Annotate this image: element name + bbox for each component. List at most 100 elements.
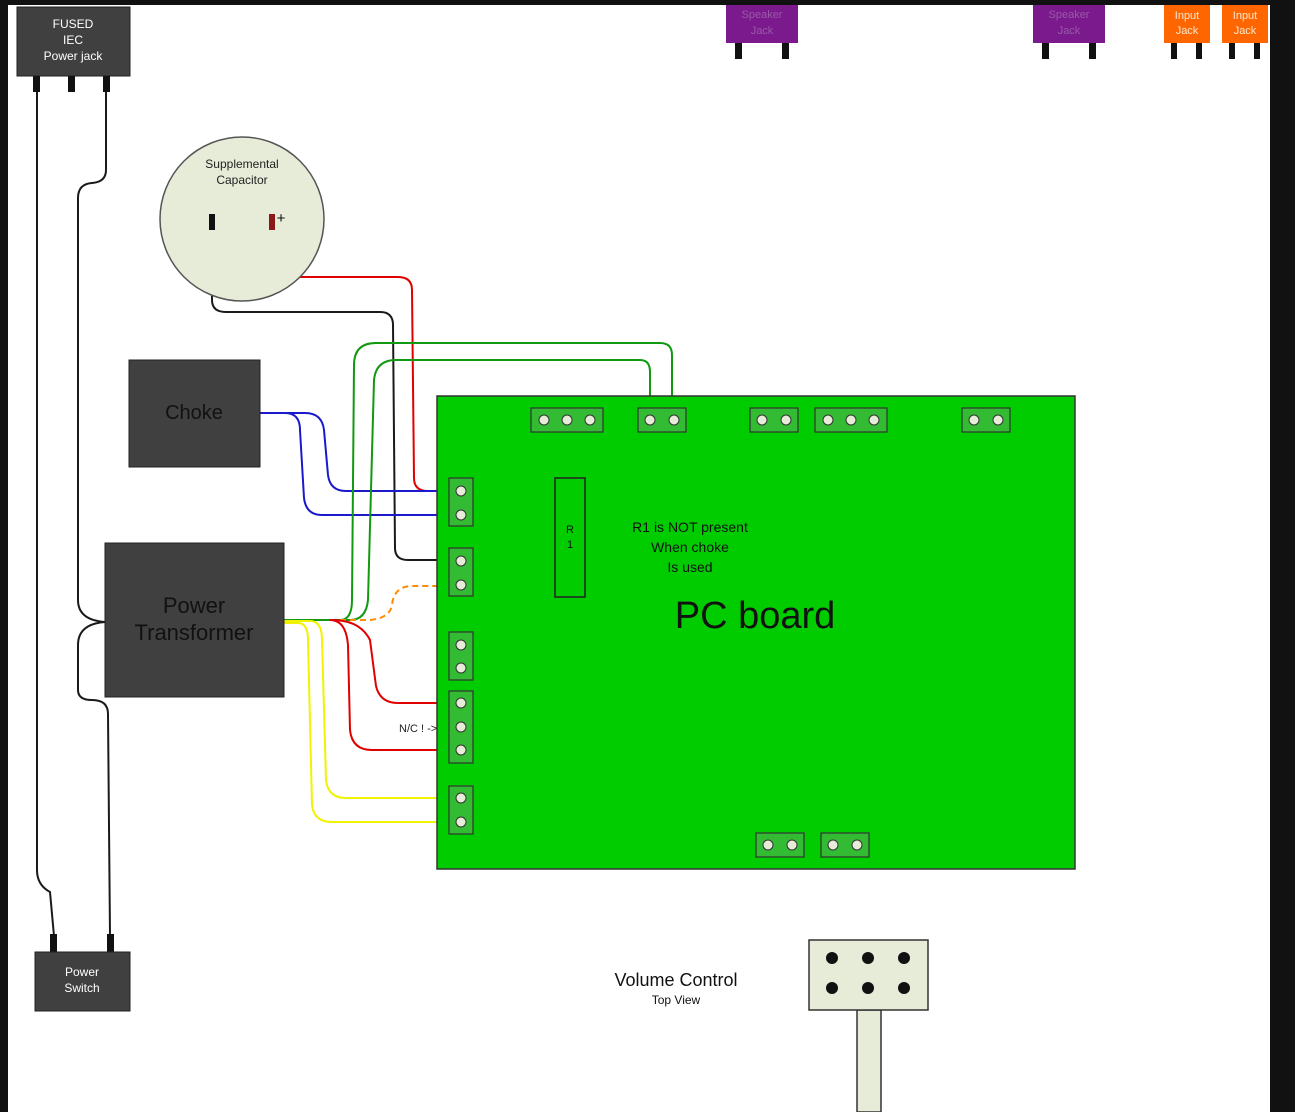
power-switch: Power Switch (34, 934, 131, 1012)
input-jack-pin (1229, 43, 1235, 59)
pc-board: R 1 R1 is NOT present When choke Is used… (399, 395, 1076, 870)
input-jack-1: Input Jack (1164, 5, 1210, 59)
capacitor-plus-sign: + (277, 210, 286, 227)
pcb-connector-left-1 (448, 477, 474, 527)
r1-label-2: 1 (567, 539, 573, 551)
connector-pin (455, 816, 467, 828)
choke: Choke (128, 359, 261, 468)
input-jack-label-2: Jack (1234, 25, 1257, 37)
power-jack-pin (103, 76, 110, 92)
connector-pin (827, 839, 839, 851)
pcb-label: PC board (675, 595, 836, 637)
input-jack-pin (1254, 43, 1260, 59)
connector-pin (455, 509, 467, 521)
speaker-jack-2: Speaker Jack (1033, 5, 1105, 59)
speaker-jack-1: Speaker Jack (726, 5, 798, 59)
choke-label: Choke (165, 402, 223, 424)
input-jack-label-2: Jack (1176, 25, 1199, 37)
speaker-jack-label-2: Jack (1058, 25, 1081, 37)
power-transformer: Power Transformer (104, 542, 285, 698)
r1-label-1: R (566, 524, 574, 536)
volume-body (808, 939, 929, 1011)
transformer-body (104, 542, 285, 698)
fused-iec-power-jack: FUSED IEC Power jack (16, 6, 131, 92)
input-jack-label-1: Input (1175, 10, 1199, 22)
connector-pin (538, 414, 550, 426)
xfmr-wire-red-1 (331, 619, 459, 704)
input-jack-label-1: Input (1233, 10, 1257, 22)
pcb-connector-top-1 (530, 407, 604, 433)
volume-pin (826, 952, 838, 964)
connector-pin (455, 485, 467, 497)
r1-note-3: Is used (667, 559, 712, 575)
choke-body (128, 359, 261, 468)
power-switch-label-2: Switch (64, 981, 99, 995)
connector-pin (455, 555, 467, 567)
connector-pin (851, 839, 863, 851)
connector-pin (780, 414, 792, 426)
transformer-label-2: Transformer (135, 620, 254, 645)
input-jack-2: Input Jack (1222, 5, 1268, 59)
speaker-jack-pin (1042, 43, 1049, 59)
power-switch-pin (107, 934, 114, 952)
volume-control: Volume Control Top View (614, 939, 929, 1011)
volume-pin (862, 982, 874, 994)
connector-pin (584, 414, 596, 426)
connector-pin (845, 414, 857, 426)
capacitor-label-2: Capacitor (216, 173, 267, 187)
connector-pin (786, 839, 798, 851)
connector-pin (455, 639, 467, 651)
volume-pin (862, 952, 874, 964)
input-jack-pin (1196, 43, 1202, 59)
xfmr-wire-yellow-2 (284, 622, 459, 823)
pcb-connector-left-3 (448, 631, 474, 681)
wires (36, 88, 882, 1112)
volume-pin (898, 952, 910, 964)
speaker-jack-pin (1089, 43, 1096, 59)
pcb-body (436, 395, 1076, 870)
volume-subtitle: Top View (652, 993, 701, 1007)
capacitor-label-1: Supplemental (205, 157, 278, 171)
xfmr-wire-green-2 (284, 359, 651, 621)
cap-wire-black (211, 228, 459, 561)
volume-pin (826, 982, 838, 994)
connector-pin (762, 839, 774, 851)
r1-footprint: R 1 (554, 477, 586, 598)
r1-note-2: When choke (651, 539, 729, 555)
supplemental-capacitor: Supplemental Capacitor + (159, 136, 325, 302)
connector-pin (668, 414, 680, 426)
capacitor-positive-terminal (269, 214, 275, 230)
r1-note-1: R1 is NOT present (632, 519, 748, 535)
pcb-connector-top-5 (961, 407, 1011, 433)
choke-wire-blue-2 (260, 412, 459, 516)
speaker-jack-label-1: Speaker (1049, 9, 1090, 21)
capacitor-body (159, 136, 325, 302)
mains-wire-left (36, 88, 55, 937)
connector-pin (822, 414, 834, 426)
choke-wire-blue-1 (260, 412, 459, 492)
input-jack-pin (1171, 43, 1177, 59)
connector-pin (968, 414, 980, 426)
volume-title: Volume Control (614, 970, 737, 990)
connector-pin (756, 414, 768, 426)
power-switch-pin (50, 934, 57, 952)
power-jack-pin (68, 76, 75, 92)
connector-pin (561, 414, 573, 426)
pcb-connector-left-4 (448, 690, 474, 764)
transformer-label-1: Power (163, 593, 225, 618)
speaker-jack-body (1033, 5, 1105, 43)
pcb-connector-bottom-2 (820, 832, 870, 858)
volume-shaft (856, 1009, 882, 1112)
mains-wire-right-bottom (77, 621, 111, 937)
pcb-connector-top-2 (637, 407, 687, 433)
speaker-jack-label-1: Speaker (742, 9, 783, 21)
connector-pin (455, 744, 467, 756)
pcb-connector-bottom-1 (755, 832, 805, 858)
nc-label: N/C ! -> (399, 723, 437, 735)
pcb-connector-top-4 (814, 407, 888, 433)
power-jack-label-2: IEC (63, 33, 83, 47)
xfmr-wire-red-2 (329, 619, 459, 751)
input-jack-body (1222, 5, 1268, 43)
input-jack-body (1164, 5, 1210, 43)
